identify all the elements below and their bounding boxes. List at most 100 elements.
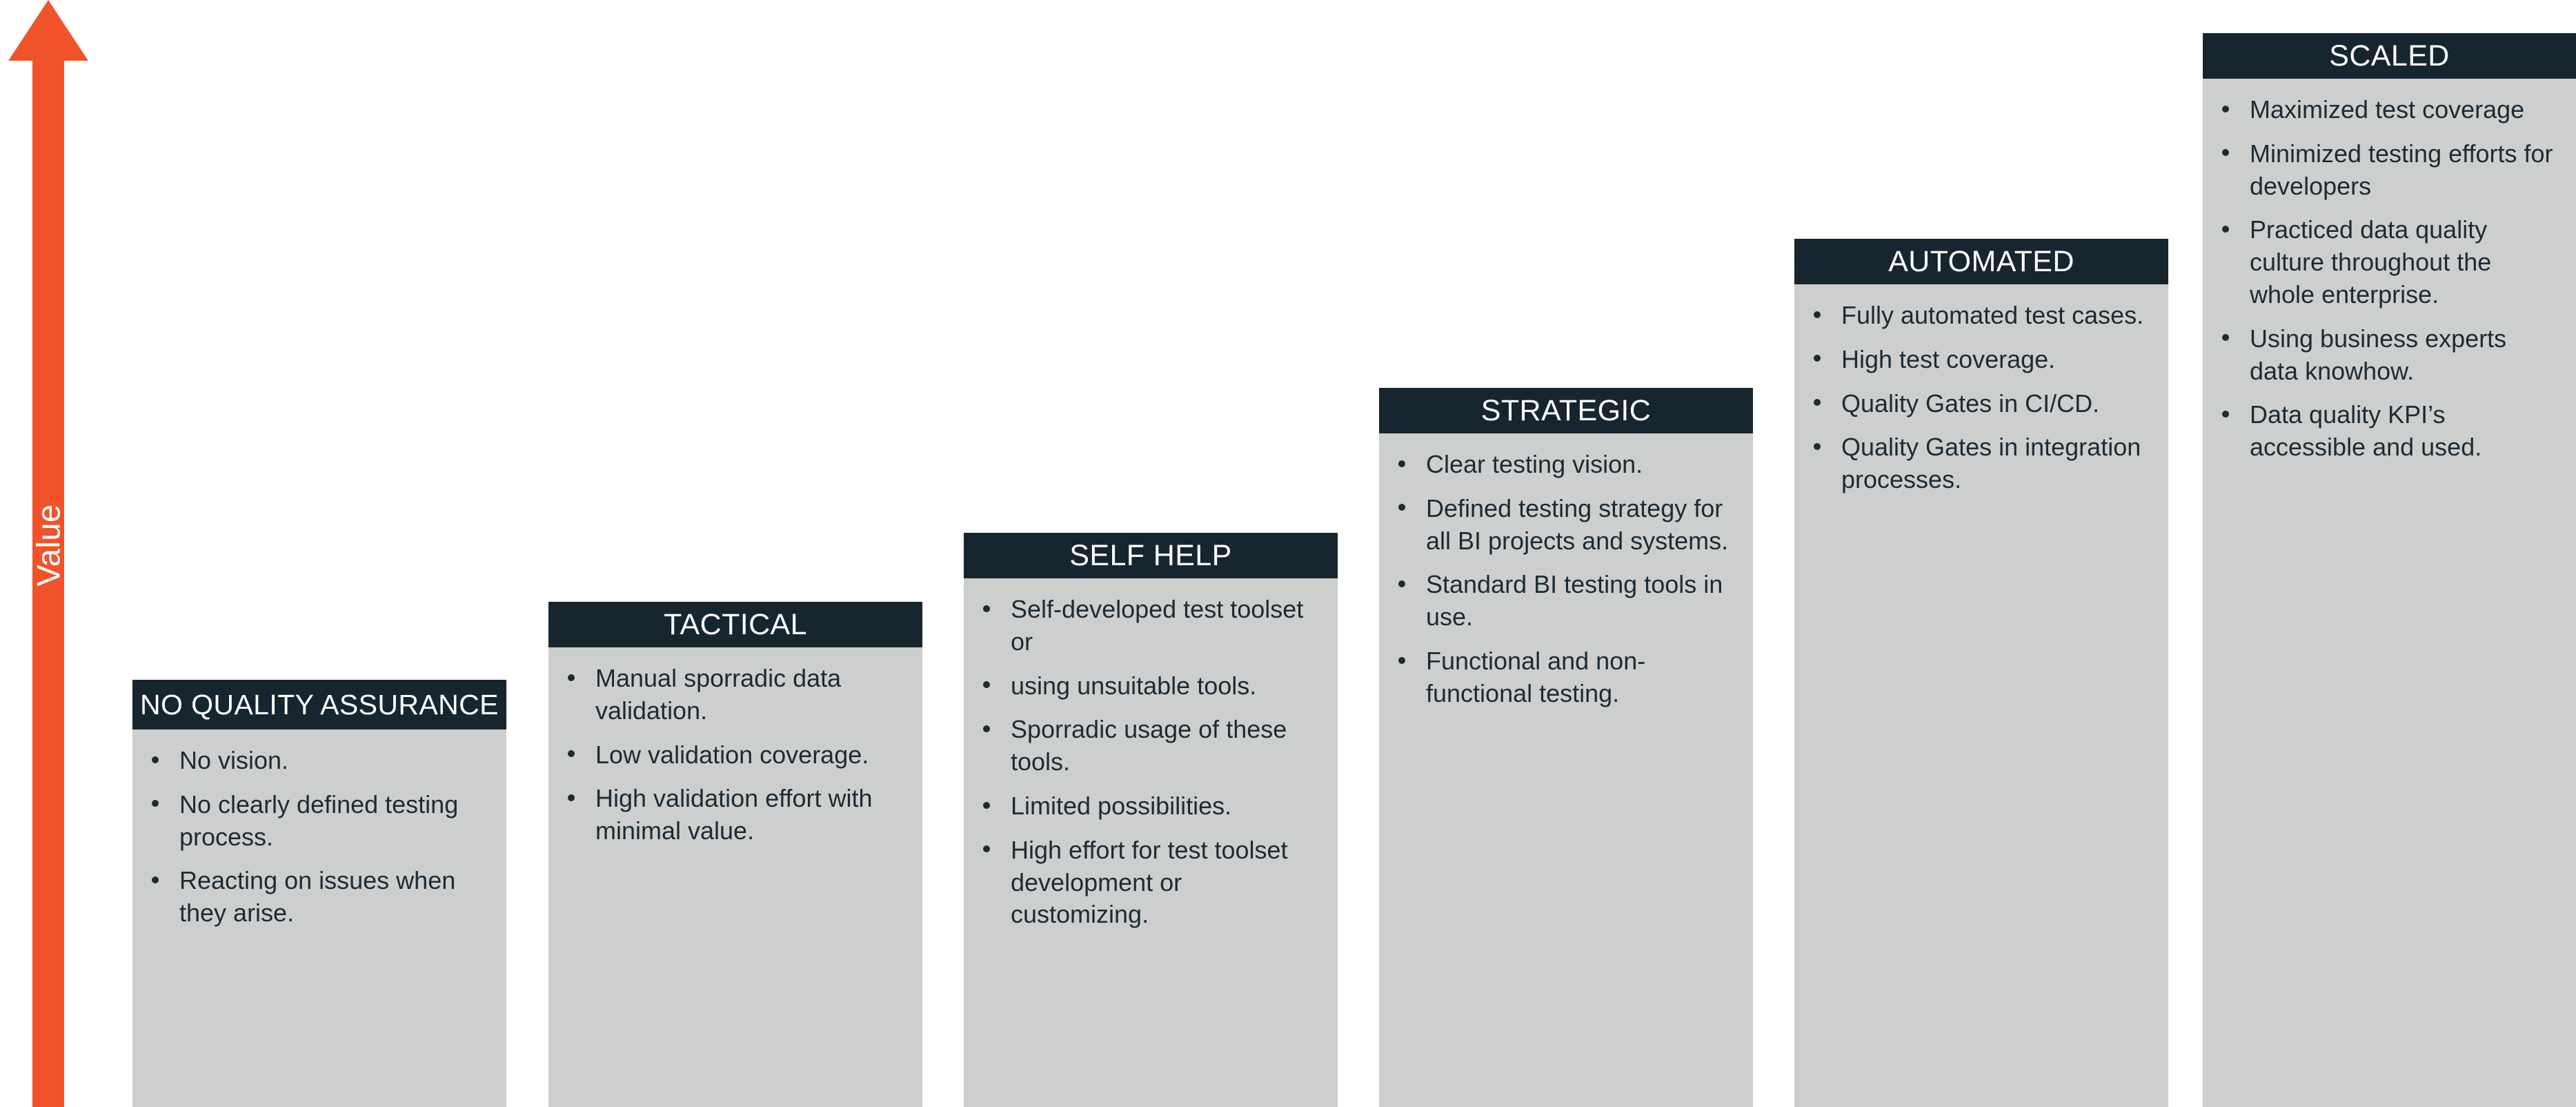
bullet-dot-icon	[2222, 410, 2229, 418]
list-item: Reacting on issues when they arise.	[148, 865, 488, 930]
list-item-text: Quality Gates in CI/CD.	[1841, 389, 2100, 418]
list-item-text: Using business experts data knowhow.	[2250, 324, 2507, 385]
stage-body-automated: Fully automated test cases. High test co…	[1794, 284, 2168, 1107]
bullet-dot-icon	[983, 605, 990, 612]
list-item: Low validation coverage.	[564, 739, 904, 772]
list-item: No clearly defined testing process.	[148, 789, 488, 854]
stage-header-automated: AUTOMATED	[1794, 239, 2168, 284]
arrow-shaft	[32, 59, 64, 1107]
list-item: Clear testing vision.	[1394, 449, 1735, 481]
list-item-text: Limited possibilities.	[1011, 791, 1232, 820]
bullet-dot-icon	[152, 756, 159, 763]
stage-bullet-list: Maximized test coverage Minimized testin…	[2218, 94, 2558, 464]
list-item: Practiced data quality culture throughou…	[2218, 214, 2558, 311]
list-item: No vision.	[148, 745, 488, 777]
list-item-text: Maximized test coverage	[2250, 95, 2525, 124]
list-item-text: Self-developed test toolset or	[1011, 595, 1304, 656]
list-item: High validation effort with minimal valu…	[564, 783, 904, 848]
list-item: Standard BI testing tools in use.	[1394, 569, 1735, 634]
stage-header-scaled: SCALED	[2203, 33, 2576, 79]
list-item-text: Defined testing strategy for all BI proj…	[1426, 493, 1729, 555]
list-item-text: using unsuitable tools.	[1011, 671, 1257, 700]
bullet-dot-icon	[2222, 149, 2229, 157]
bullet-dot-icon	[152, 876, 159, 883]
bullet-dot-icon	[983, 681, 990, 689]
list-item-text: Sporradic usage of these tools.	[1011, 715, 1287, 776]
stage-column-automated[interactable]: AUTOMATED Fully automated test cases. Hi…	[1794, 239, 2168, 1107]
bullet-dot-icon	[1398, 504, 1405, 511]
list-item-text: Practiced data quality culture throughou…	[2250, 215, 2492, 308]
stage-column-scaled[interactable]: SCALED Maximized test coverage Minimized…	[2203, 33, 2576, 1107]
list-item: Maximized test coverage	[2218, 94, 2558, 126]
list-item-text: Data quality KPI’s accessible and used.	[2250, 400, 2482, 462]
stage-body-strategic: Clear testing vision. Defined testing st…	[1379, 433, 1753, 1107]
list-item: High test coverage.	[1810, 344, 2150, 376]
value-axis-label: Value	[30, 504, 67, 587]
bullet-dot-icon	[1398, 656, 1405, 664]
list-item-text: Clear testing vision.	[1426, 450, 1643, 478]
stage-bullet-list: Clear testing vision. Defined testing st…	[1394, 449, 1735, 710]
list-item: Defined testing strategy for all BI proj…	[1394, 493, 1735, 558]
stage-header-no-quality-assurance: NO QUALITY ASSURANCE	[132, 680, 506, 729]
bullet-dot-icon	[983, 725, 990, 732]
list-item-text: High test coverage.	[1841, 344, 2056, 373]
stage-body-tactical: Manual sporradic data validation. Low va…	[548, 647, 922, 1107]
list-item: Sporradic usage of these tools.	[979, 714, 1320, 778]
list-item-text: Low validation coverage.	[595, 740, 869, 769]
list-item: Self-developed test toolset or	[979, 594, 1320, 658]
bullet-dot-icon	[1814, 311, 1821, 318]
list-item: Limited possibilities.	[979, 790, 1320, 823]
list-item: using unsuitable tools.	[979, 670, 1320, 703]
bullet-dot-icon	[2222, 334, 2229, 342]
list-item: Data quality KPI’s accessible and used.	[2218, 399, 2558, 464]
list-item-text: Reacting on issues when they arise.	[179, 866, 456, 928]
list-item-text: No vision.	[179, 746, 289, 774]
bullet-dot-icon	[2222, 225, 2229, 233]
list-item: Fully automated test cases.	[1810, 300, 2150, 332]
stage-body-self-help: Self-developed test toolset or using uns…	[964, 578, 1338, 1107]
stage-header-self-help: SELF HELP	[964, 533, 1338, 578]
bullet-dot-icon	[568, 794, 575, 801]
bullet-dot-icon	[1398, 580, 1405, 587]
stage-body-scaled: Maximized test coverage Minimized testin…	[2203, 79, 2576, 1107]
list-item-text: Functional and non-functional testing.	[1426, 646, 1646, 707]
list-item-text: Manual sporradic data validation.	[595, 664, 842, 725]
stage-body-no-quality-assurance: No vision. No clearly defined testing pr…	[132, 729, 506, 1107]
list-item: Functional and non-functional testing.	[1394, 645, 1735, 710]
list-item: Using business experts data knowhow.	[2218, 323, 2558, 388]
stage-header-strategic: STRATEGIC	[1379, 388, 1753, 433]
bullet-dot-icon	[152, 800, 159, 807]
stage-column-no-quality-assurance[interactable]: NO QUALITY ASSURANCE No vision. No clear…	[132, 680, 506, 1107]
bullet-dot-icon	[1814, 399, 1821, 406]
list-item: Quality Gates in CI/CD.	[1810, 388, 2150, 420]
arrow-up-icon	[8, 0, 88, 61]
stage-column-self-help[interactable]: SELF HELP Self-developed test toolset or…	[964, 533, 1338, 1107]
bullet-dot-icon	[1814, 442, 1821, 450]
stage-bullet-list: Self-developed test toolset or using uns…	[979, 594, 1320, 931]
stage-header-tactical: TACTICAL	[548, 602, 922, 647]
bullet-dot-icon	[983, 845, 990, 853]
stage-bullet-list: Manual sporradic data validation. Low va…	[564, 663, 904, 848]
stage-column-strategic[interactable]: STRATEGIC Clear testing vision. Defined …	[1379, 388, 1753, 1107]
stage-column-tactical[interactable]: TACTICAL Manual sporradic data validatio…	[548, 602, 922, 1107]
bullet-dot-icon	[2222, 105, 2229, 112]
list-item-text: High effort for test toolset development…	[1011, 835, 1288, 929]
list-item-text: Quality Gates in integration processes.	[1841, 433, 2141, 494]
list-item-text: Fully automated test cases.	[1841, 301, 2144, 329]
list-item-text: Minimized testing efforts for developers	[2250, 139, 2553, 200]
bullet-dot-icon	[1398, 460, 1405, 467]
list-item-text: No clearly defined testing process.	[179, 790, 459, 851]
list-item: Minimized testing efforts for developers	[2218, 138, 2558, 203]
bullet-dot-icon	[1814, 355, 1821, 362]
list-item: Quality Gates in integration processes.	[1810, 431, 2150, 496]
list-item-text: Standard BI testing tools in use.	[1426, 570, 1723, 631]
list-item: High effort for test toolset development…	[979, 834, 1320, 931]
bullet-dot-icon	[568, 674, 575, 681]
stage-bullet-list: No vision. No clearly defined testing pr…	[148, 745, 488, 930]
list-item: Manual sporradic data validation.	[564, 663, 904, 727]
value-axis-arrow: Value	[8, 0, 88, 1107]
bullet-dot-icon	[983, 801, 990, 809]
list-item-text: High validation effort with minimal valu…	[595, 784, 873, 845]
stage-bullet-list: Fully automated test cases. High test co…	[1810, 300, 2150, 496]
